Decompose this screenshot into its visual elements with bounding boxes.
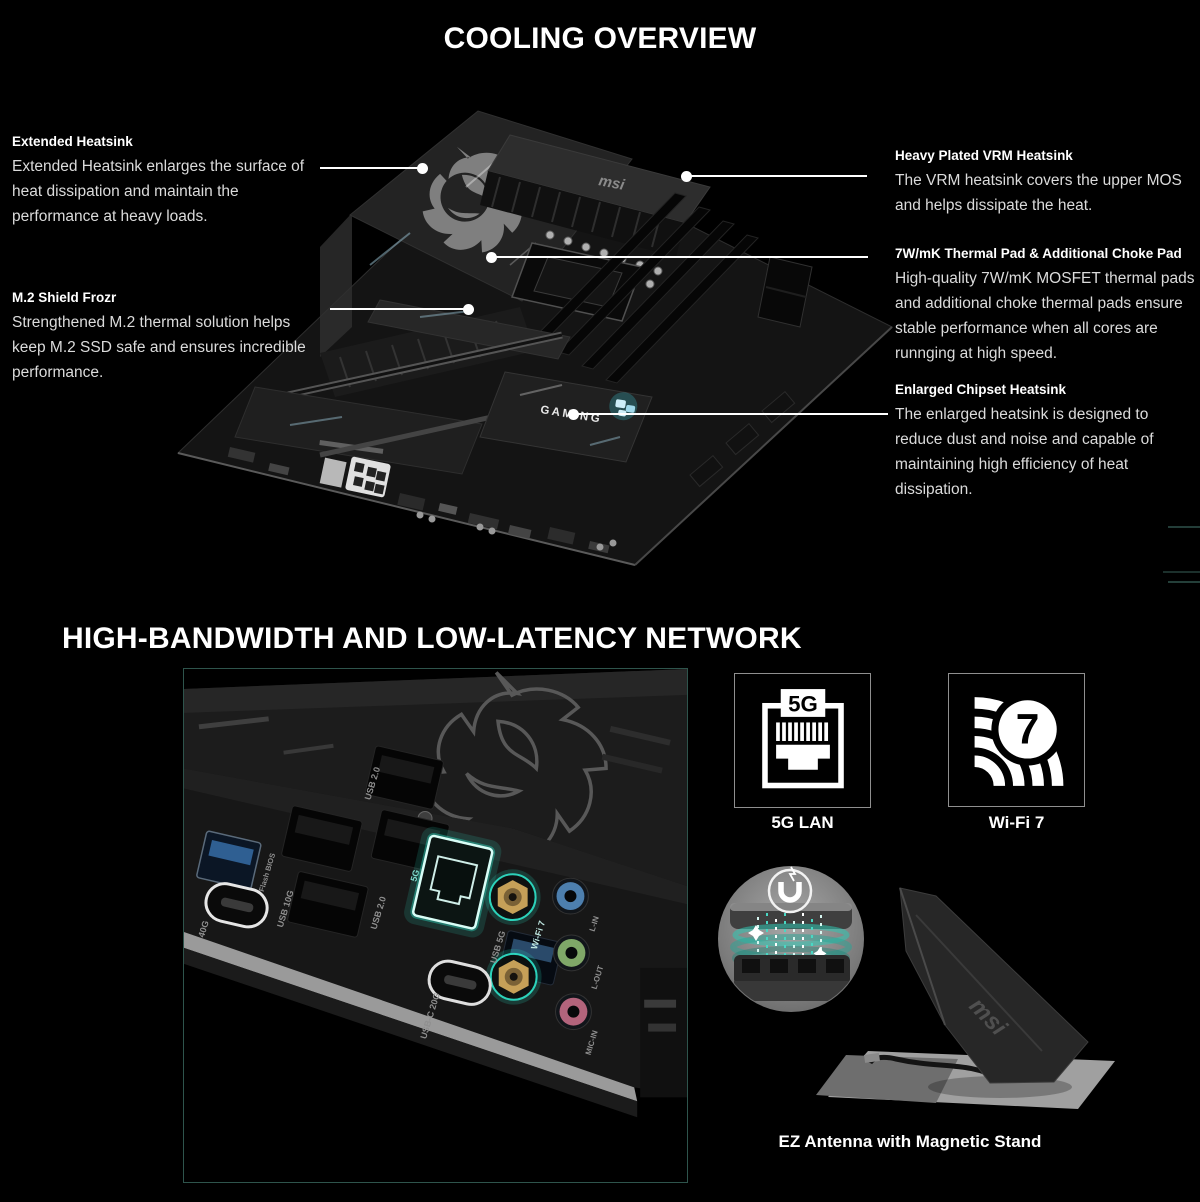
feature-box-wifi-7: 7 [948, 673, 1085, 807]
callout-thermal-pad: 7W/mK Thermal Pad & Additional Choke Pad… [895, 246, 1195, 366]
feature-label-wifi-7: Wi-Fi 7 [988, 813, 1045, 832]
feature-box-5g-lan: 5G [734, 673, 871, 808]
io-label: L-IN [588, 915, 601, 933]
usb-a-5g-port [196, 830, 262, 890]
ez-antenna-photo: msi [718, 866, 1115, 1109]
antenna-caption: EZ Antenna with Magnetic Stand [778, 1132, 1042, 1151]
callout-vrm-heatsink: Heavy Plated VRM Heatsink The VRM heatsi… [895, 148, 1190, 218]
callout-line-extended-heatsink [320, 167, 420, 169]
io-label: 5G [408, 868, 421, 882]
audio-jack-line-out [553, 934, 590, 972]
edge-artifact [1168, 581, 1200, 583]
magnet-icon [767, 866, 813, 914]
cooling-section-title: COOLING OVERVIEW [443, 22, 757, 55]
callout-chipset-heatsink: Enlarged Chipset Heatsink The enlarged h… [895, 382, 1190, 502]
audio-jack-mic-in [555, 993, 592, 1031]
callout-dot-thermal-pad [486, 252, 497, 263]
wifi-icon: 7 [973, 693, 1064, 787]
ram-slots [533, 192, 759, 384]
io-label: 40G [196, 919, 211, 938]
m2-shield-lower [234, 386, 483, 475]
callout-dot-m2-shield [463, 304, 474, 315]
usb-c-40g-port [204, 882, 269, 929]
callout-body: Strengthened M.2 thermal solution helps … [12, 314, 306, 381]
callout-extended-heatsink: Extended Heatsink Extended Heatsink enla… [12, 134, 314, 229]
edge-artifact [1168, 526, 1200, 528]
msi-dragon-logo-icon [414, 137, 536, 260]
rear-io-photo: USB 2.0 USB 2.0 USB 10G Flash BIOS 40G 5… [183, 668, 688, 1183]
lan-badge: 5G [788, 691, 818, 716]
callout-title: M.2 Shield Frozr [12, 290, 117, 305]
callout-title: Extended Heatsink [12, 134, 133, 149]
lan-port-5g [404, 826, 502, 938]
antenna-connector [484, 869, 541, 926]
callout-body: Extended Heatsink enlarges the surface o… [12, 158, 305, 225]
callout-m2-shield-frozr: M.2 Shield Frozr Strengthened M.2 therma… [12, 290, 314, 385]
callout-dot-vrm-heatsink [681, 171, 692, 182]
panel-edge [184, 931, 638, 1102]
msi-wordmark: msi [597, 172, 626, 194]
callout-title: Enlarged Chipset Heatsink [895, 382, 1067, 397]
callout-line-thermal-pad [496, 256, 868, 258]
white-power-connector [319, 456, 391, 498]
network-section-title: HIGH-BANDWIDTH AND LOW-LATENCY NETWORK [62, 622, 802, 655]
callout-line-m2-shield [330, 308, 465, 310]
callout-title: 7W/mK Thermal Pad & Additional Choke Pad [895, 246, 1182, 261]
antenna-fin [899, 887, 1089, 1084]
edge-artifact [1163, 571, 1200, 573]
callout-body: High-quality 7W/mK MOSFET thermal pads a… [895, 270, 1195, 362]
usb-2-port [364, 745, 444, 810]
callout-body: The VRM heatsink covers the upper MOS an… [895, 172, 1182, 214]
motherboard-photo: msi [176, 110, 893, 566]
callout-dot-extended-heatsink [417, 163, 428, 174]
wifi-badge: 7 [1015, 706, 1039, 753]
lan-port-icon: 5G [761, 688, 844, 788]
callout-dot-chipset-heatsink [568, 409, 579, 420]
audio-jack-line-in [552, 877, 589, 915]
usb-a-port [281, 805, 363, 872]
antenna-connector [485, 948, 542, 1005]
callout-line-chipset-heatsink [578, 413, 888, 415]
usb-c-20g-port [427, 959, 492, 1006]
feature-label-5g-lan: 5G LAN [771, 813, 834, 832]
callout-body: The enlarged heatsink is designed to red… [895, 406, 1154, 498]
usb-a-port [287, 871, 369, 938]
callout-title: Heavy Plated VRM Heatsink [895, 148, 1073, 163]
callout-line-vrm-heatsink [691, 175, 867, 177]
